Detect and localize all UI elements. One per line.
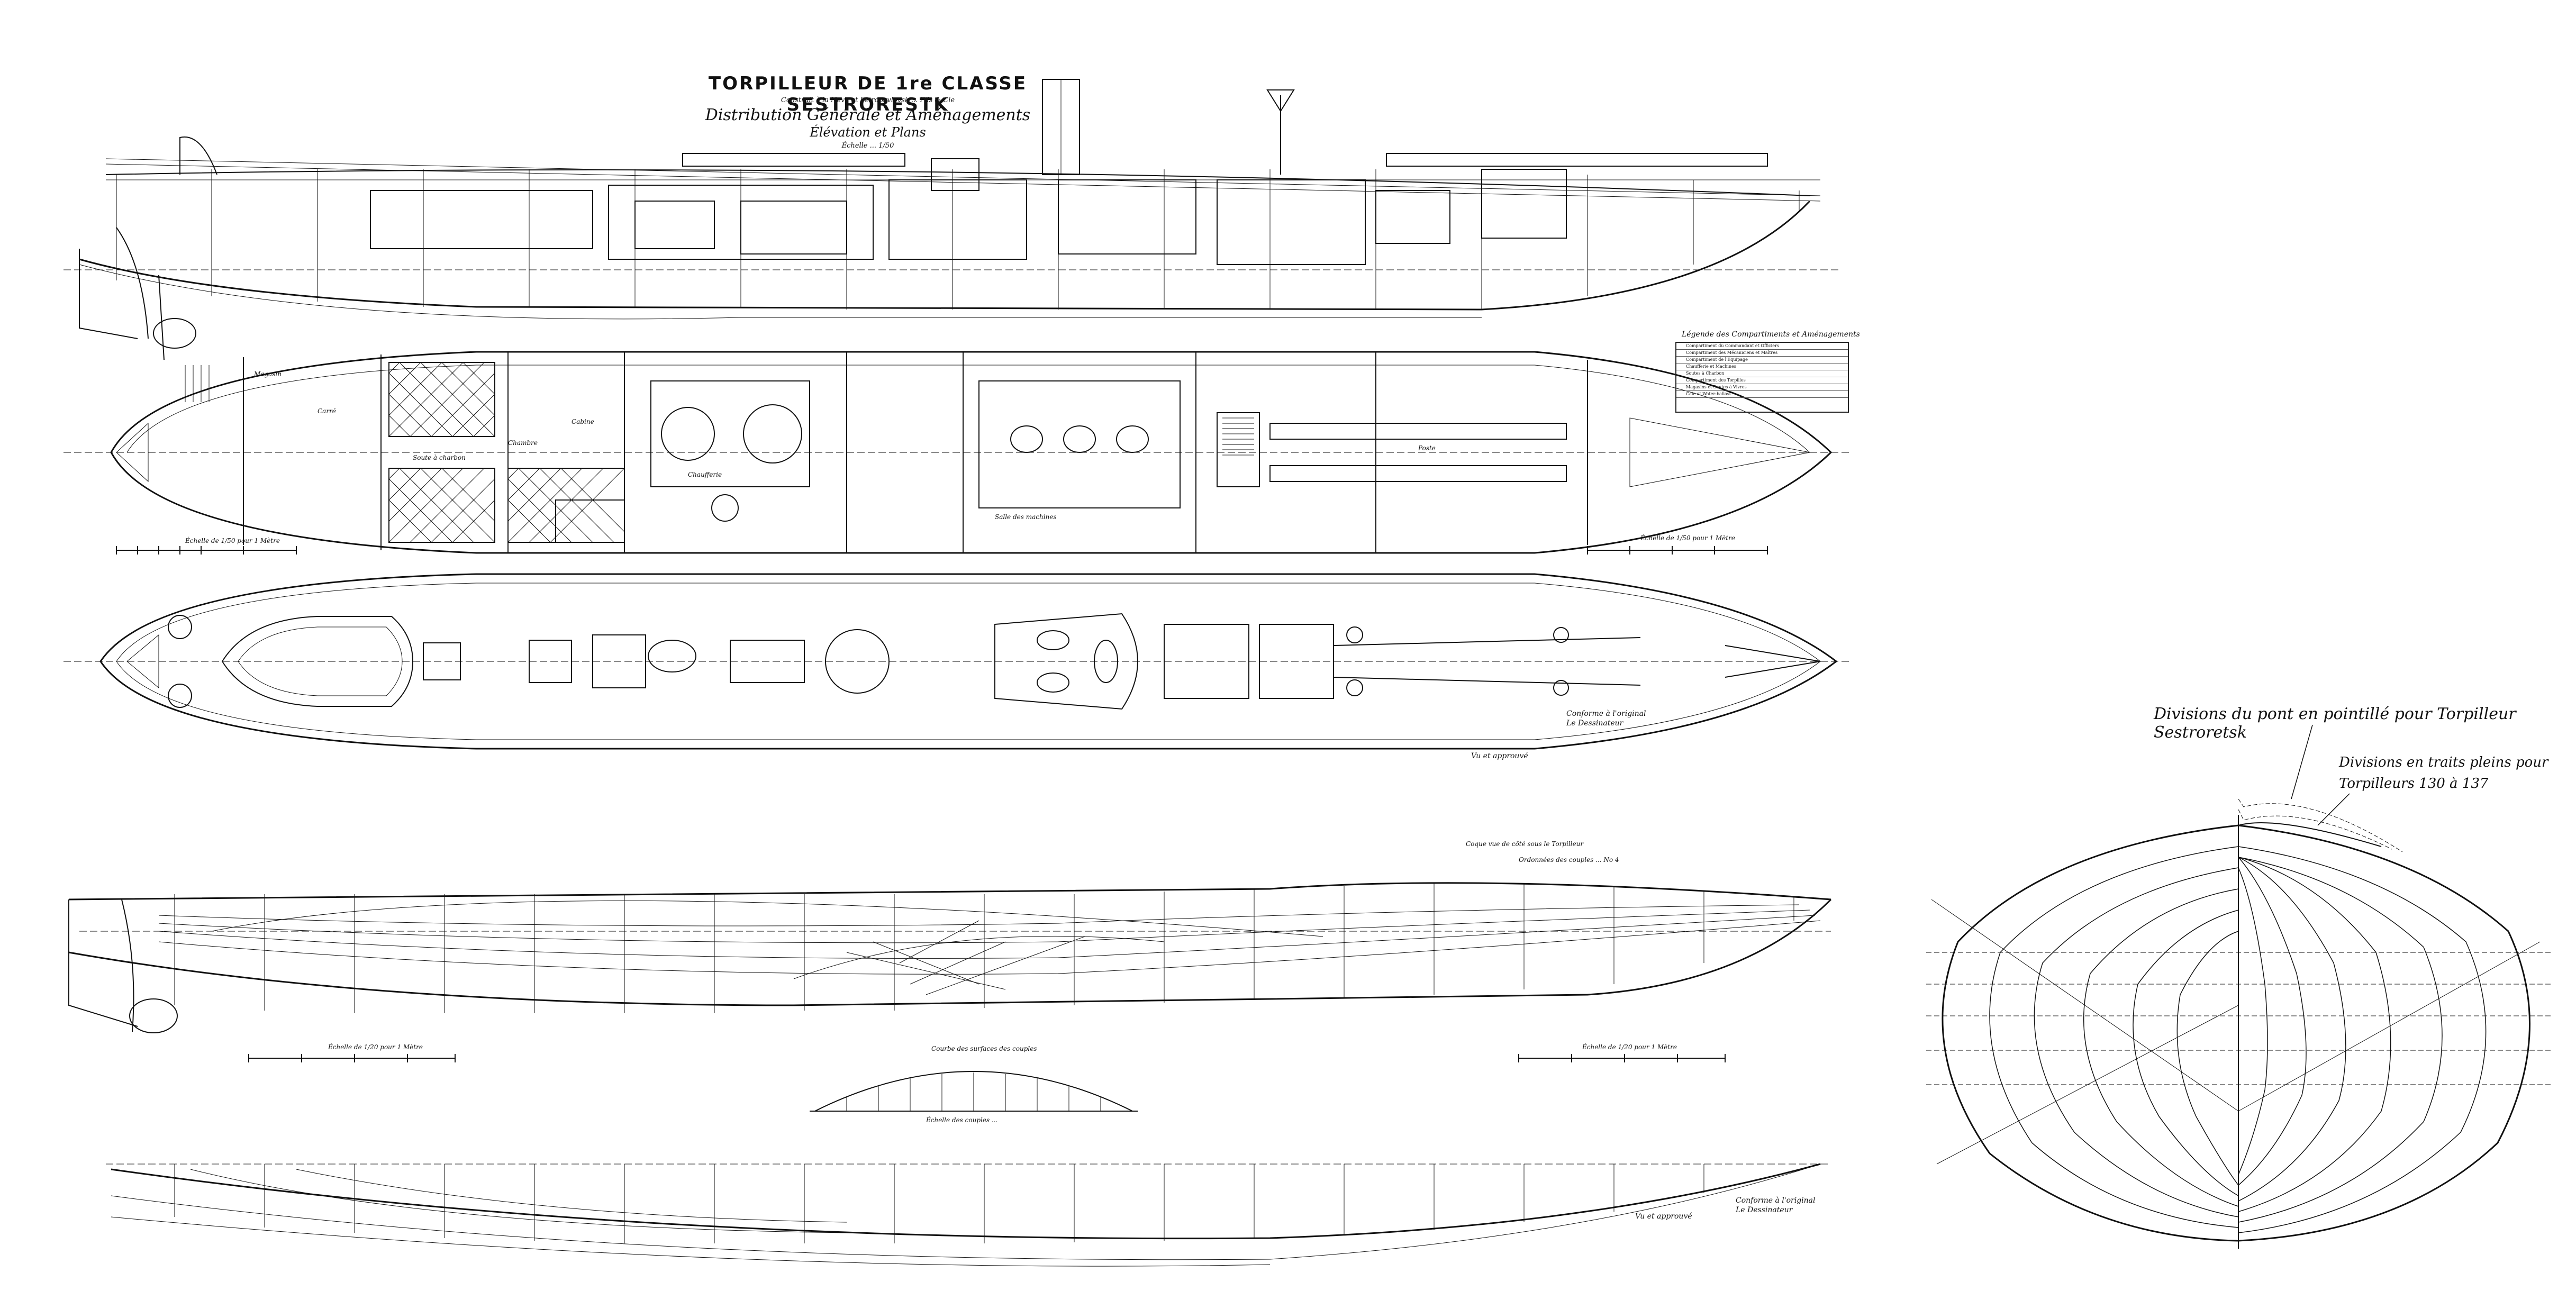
body-plan xyxy=(1926,724,2551,1249)
signature-line: Vu et approuvé xyxy=(1471,752,1528,760)
scale-heading: Échelle ... 1/50 xyxy=(841,142,894,150)
lines-plan-half-breadth xyxy=(106,1163,1831,1267)
compartment-label: Poste xyxy=(1418,444,1436,452)
legend-row: Soutes à Charbon xyxy=(1676,370,1848,377)
signature-line: Le Dessinateur xyxy=(1566,719,1623,728)
signature-line: Le Dessinateur xyxy=(1736,1206,1793,1214)
lines-note: Coque vue de côté sous le Torpilleur xyxy=(1466,840,1584,848)
signature-block-bottom-2: Conforme à l'original Le Dessinateur xyxy=(1736,1196,1815,1215)
compartment-label: Magasin xyxy=(254,370,282,378)
scale-note: Échelle de 1/50 pour 1 Mètre xyxy=(1640,534,1735,542)
distribution-heading: Distribution Générale et Aménagements xyxy=(705,106,1031,124)
construction-note: Construit à la Neva et Petropavlovsk ...… xyxy=(781,96,955,104)
sectional-area-curve xyxy=(810,1071,1138,1112)
scale-note: Échelle de 1/20 pour 1 Mètre xyxy=(1582,1043,1677,1051)
lines-note: Ordonnées des couples ... No 4 xyxy=(1519,856,1619,863)
curve-title: Courbe des surfaces des couples xyxy=(931,1045,1037,1052)
compartment-label: Soute à charbon xyxy=(413,454,466,461)
compartment-label: Carré xyxy=(318,407,336,415)
curve-sub: Échelle des couples ... xyxy=(926,1116,998,1124)
profile-view xyxy=(64,79,1842,360)
compartment-label: Salle des machines xyxy=(995,513,1057,521)
scale-note: Échelle de 1/20 pour 1 Mètre xyxy=(328,1043,423,1051)
legend-row: Compartiment du Commandant et Officiers xyxy=(1676,343,1848,350)
scale-note: Échelle de 1/50 pour 1 Mètre xyxy=(185,537,280,544)
deck-plan-interior xyxy=(64,351,1852,554)
signature-block-bottom: Vu et approuvé xyxy=(1635,1212,1692,1221)
signature-block-top: Vu et approuvé xyxy=(1471,751,1528,761)
signature-line: Vu et approuvé xyxy=(1635,1212,1692,1221)
signature-block-top-2: Conforme à l'original Le Dessinateur xyxy=(1566,709,1646,728)
legend-row: Chaufferie et Machines xyxy=(1676,363,1848,370)
compartment-label: Cabine xyxy=(572,418,594,425)
drawing-title: TORPILLEUR DE 1re CLASSE SESTRORESTK xyxy=(708,73,1028,115)
scale-bar-upper xyxy=(116,546,1768,554)
compartment-label: Chaufferie xyxy=(688,471,722,478)
body-plan-subtitle: Torpilleurs 130 à 137 xyxy=(2339,776,2489,792)
legend-row: Cale et Water-ballast xyxy=(1676,391,1848,398)
legend-title: Légende des Compartiments et Aménagement… xyxy=(1682,330,1860,339)
lines-plan-sheer xyxy=(68,882,1832,1062)
legend-table: Compartiment du Commandant et Officiers … xyxy=(1675,342,1849,413)
legend-row: Compartiment de l'Équipage xyxy=(1676,357,1848,363)
body-plan-title: Divisions du pont en pointillé pour Torp… xyxy=(2154,705,2516,742)
legend-row: Magasins et Soutes à Vivres xyxy=(1676,384,1848,391)
compartment-label: Chambre xyxy=(508,439,538,447)
elevation-heading: Élévation et Plans xyxy=(810,125,926,140)
legend-row: Compartiment des Mécaniciens et Maîtres xyxy=(1676,350,1848,357)
body-plan-subtitle: Divisions en traits pleins pour xyxy=(2339,755,2548,770)
legend-row: Compartiment des Torpilles xyxy=(1676,377,1848,384)
signature-line: Conforme à l'original xyxy=(1566,710,1646,718)
signature-line: Conforme à l'original xyxy=(1736,1196,1816,1205)
deck-plan-top xyxy=(64,573,1852,750)
